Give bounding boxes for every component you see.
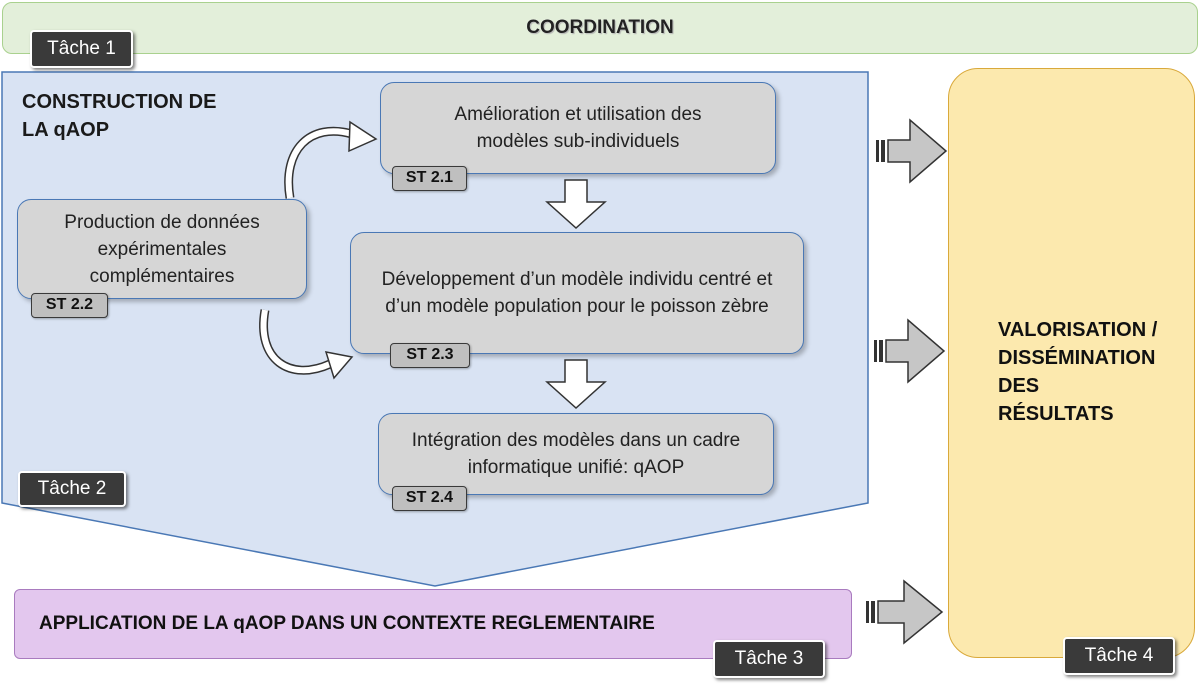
valorisation-line2: DISSÉMINATION bbox=[998, 347, 1156, 369]
st22-badge: ST 2.2 bbox=[31, 293, 108, 318]
down-arrow-icon bbox=[545, 359, 607, 410]
st23-box: Développement d’un modèle individu centr… bbox=[350, 232, 804, 354]
st23-text: Développement d’un modèle individu centr… bbox=[381, 269, 773, 317]
valorisation-line1: VALORISATION / bbox=[998, 319, 1158, 341]
st21-text: Amélioration et utilisation des modèles … bbox=[454, 104, 702, 152]
application-bar: APPLICATION DE LA qAOP DANS UN CONTEXTE … bbox=[14, 589, 852, 659]
st21-box: Amélioration et utilisation des modèles … bbox=[380, 82, 776, 174]
curved-arrow-icon bbox=[259, 309, 354, 380]
curved-arrow-icon bbox=[284, 120, 378, 199]
st22-box: Production de données expérimentales com… bbox=[17, 199, 307, 299]
st24-badge: ST 2.4 bbox=[392, 486, 467, 511]
valorisation-box bbox=[948, 68, 1195, 658]
right-arrow-icon bbox=[874, 318, 946, 384]
st24-box: Intégration des modèles dans un cadre in… bbox=[378, 413, 774, 495]
coordination-label: COORDINATION bbox=[526, 17, 674, 38]
st21-badge: ST 2.1 bbox=[392, 166, 467, 191]
application-label: APPLICATION DE LA qAOP DANS UN CONTEXTE … bbox=[39, 613, 655, 634]
construction-title: CONSTRUCTION DE LA qAOP bbox=[22, 88, 216, 144]
st22-text: Production de données expérimentales com… bbox=[64, 211, 260, 287]
coordination-bar: COORDINATION bbox=[2, 2, 1198, 54]
task-4-badge: Tâche 4 bbox=[1063, 637, 1175, 675]
valorisation-title: VALORISATION / DISSÉMINATION DES RÉSULTA… bbox=[998, 316, 1157, 428]
right-arrow-icon bbox=[876, 118, 948, 184]
construction-title-line1: CONSTRUCTION DE bbox=[22, 91, 217, 113]
st23-badge: ST 2.3 bbox=[390, 343, 470, 368]
down-arrow-icon bbox=[545, 179, 607, 230]
st24-text: Intégration des modèles dans un cadre in… bbox=[411, 430, 741, 478]
right-arrow-icon bbox=[866, 579, 944, 645]
valorisation-line4: RÉSULTATS bbox=[998, 403, 1114, 425]
task-2-badge: Tâche 2 bbox=[18, 471, 126, 507]
construction-title-line2: LA qAOP bbox=[22, 119, 110, 141]
task-1-badge: Tâche 1 bbox=[30, 30, 133, 68]
task-3-badge: Tâche 3 bbox=[713, 640, 825, 678]
valorisation-line3: DES bbox=[998, 375, 1040, 397]
